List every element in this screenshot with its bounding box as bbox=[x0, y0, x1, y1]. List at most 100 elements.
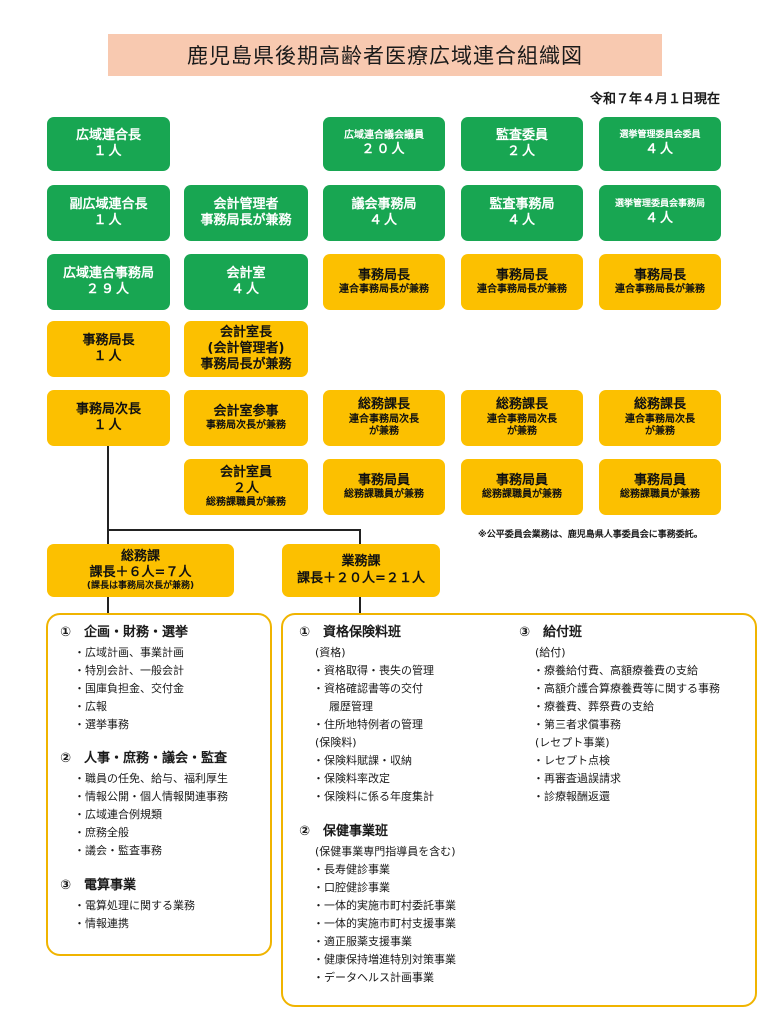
list-item: ・職員の任免、給与、福利厚生 bbox=[74, 772, 228, 785]
subsection-label: (給付) bbox=[535, 646, 566, 659]
section-benefits: ③ 給付班 (給付) ・療養給付費、高額療養費の支給 ・高額介護合算療養費等に関… bbox=[519, 624, 720, 806]
sub: 連合事務局長が兼務 bbox=[477, 283, 567, 295]
label: 選挙管理委員会委員 bbox=[619, 130, 701, 141]
list-item: ・保険料率改定 bbox=[313, 772, 390, 785]
count: １人 bbox=[93, 213, 124, 228]
sub: が兼務 bbox=[369, 426, 399, 438]
list-item: ・再審査過誤請求 bbox=[533, 772, 621, 785]
as-of-date: 令和７年４月１日現在 bbox=[589, 92, 720, 107]
box-election-members: 選挙管理委員会委員 ４人 bbox=[599, 117, 721, 171]
section-planning: ① 企画・財務・選挙 ・広域計画、事業計画 ・特別会計、一般会計 ・国庫負担金、… bbox=[60, 624, 188, 734]
list-item: ・特別会計、一般会計 bbox=[74, 664, 184, 677]
sub: が兼務 bbox=[645, 426, 675, 438]
box-accounting-room: 会計室 ４人 bbox=[184, 254, 308, 310]
label: 広域連合事務局 bbox=[62, 265, 154, 281]
list-item: ・情報公開・個人情報関連事務 bbox=[74, 790, 228, 803]
label: 会計室長 bbox=[219, 324, 272, 340]
box-assembly-director: 事務局長 連合事務局長が兼務 bbox=[323, 254, 445, 310]
box-election-staff: 事務局員 総務課職員が兼務 bbox=[599, 459, 721, 515]
panel-operations: ① 資格保険料班 (資格) ・資格取得・喪失の管理 ・資格確認書等の交付 履歴管… bbox=[281, 613, 757, 1007]
sub: (課長は事務局次長が兼務) bbox=[86, 581, 195, 592]
box-audit-members: 監査委員 ２人 bbox=[461, 117, 583, 171]
page-title: 鹿児島県後期高齢者医療広域連合組織図 bbox=[108, 34, 662, 76]
sub: 連合事務局長が兼務 bbox=[339, 283, 429, 295]
count: １人 bbox=[93, 349, 124, 364]
sub: 連合事務局長が兼務 bbox=[615, 283, 705, 295]
label: 会計室員 bbox=[219, 464, 272, 480]
section-computing: ③ 電算事業 ・電算処理に関する業務 ・情報連携 bbox=[60, 877, 195, 933]
list-item: ・一体的実施市町村委託事業 bbox=[313, 899, 456, 912]
footnote: ※公平委員会業務は、鹿児島県人事委員会に事務委託。 bbox=[478, 530, 703, 540]
list-item: ・情報連携 bbox=[74, 917, 129, 930]
sub: が兼務 bbox=[507, 426, 537, 438]
count: ４人 bbox=[368, 213, 399, 228]
connector-gyomu-panel bbox=[359, 596, 361, 614]
connector-gyomu-vertical bbox=[359, 529, 361, 545]
list-item: ・療養費、葬祭費の支給 bbox=[533, 700, 654, 713]
label: 副広域連合長 bbox=[69, 196, 148, 212]
label: 総務課長 bbox=[633, 397, 686, 413]
box-election-office: 選挙管理委員会事務局 ４人 bbox=[599, 185, 721, 241]
count: 課長＋２０人=２１人 bbox=[297, 570, 425, 586]
label: 広域連合長 bbox=[75, 127, 141, 143]
subsection-label: (レセプト事業) bbox=[535, 736, 610, 749]
label: 業務課 bbox=[341, 554, 381, 570]
panel-general-affairs: ① 企画・財務・選挙 ・広域計画、事業計画 ・特別会計、一般会計 ・国庫負担金、… bbox=[46, 613, 272, 956]
list-item: ・一体的実施市町村支援事業 bbox=[313, 917, 456, 930]
count: ２０人 bbox=[361, 142, 407, 158]
section-eligibility-premium: ① 資格保険料班 (資格) ・資格取得・喪失の管理 ・資格確認書等の交付 履歴管… bbox=[299, 624, 434, 806]
list-item: ・広域計画、事業計画 bbox=[74, 646, 184, 659]
connector-soumu-panel bbox=[107, 596, 109, 614]
list-item: ・療養給付費、高額療養費の支給 bbox=[533, 664, 698, 677]
connector-horizontal bbox=[107, 529, 361, 531]
count: ４人 bbox=[506, 213, 537, 228]
label: 監査委員 bbox=[495, 127, 548, 143]
box-accounting-manager: 会計管理者 事務局長が兼務 bbox=[184, 185, 308, 241]
box-deputy-director: 事務局次長 １人 bbox=[47, 390, 170, 446]
section-heading: ③ 給付班 bbox=[519, 625, 583, 640]
label: 監査事務局 bbox=[489, 196, 555, 212]
list-item: ・選挙事務 bbox=[74, 718, 129, 731]
box-assembly-general-chief: 総務課長 連合事務局次長 が兼務 bbox=[323, 390, 445, 446]
label: 事務局長 bbox=[82, 332, 135, 348]
list-item: ・議会・監査事務 bbox=[74, 844, 162, 857]
box-election-general-chief: 総務課長 連合事務局次長 が兼務 bbox=[599, 390, 721, 446]
box-accounting-head: 会計室長 (会計管理者) 事務局長が兼務 bbox=[184, 321, 308, 377]
list-item: ・広報 bbox=[74, 700, 107, 713]
sub: 連合事務局次長 bbox=[487, 413, 557, 425]
box-audit-general-chief: 総務課長 連合事務局次長 が兼務 bbox=[461, 390, 583, 446]
list-item: ・広域連合例規類 bbox=[74, 808, 162, 821]
count: ２人 bbox=[506, 144, 537, 159]
sub: 事務局次長が兼務 bbox=[206, 419, 286, 431]
list-item-continued: 履歴管理 bbox=[329, 700, 373, 713]
label: 事務局長 bbox=[357, 267, 410, 283]
list-item: ・適正服薬支援事業 bbox=[313, 935, 412, 948]
box-accounting-staff: 会計室員 ２人 総務課職員が兼務 bbox=[184, 459, 308, 515]
sub: 連合事務局次長 bbox=[349, 413, 419, 425]
box-union-office: 広域連合事務局 ２９人 bbox=[47, 254, 170, 310]
list-item: ・診療報酬返還 bbox=[533, 790, 610, 803]
count: ４人 bbox=[644, 141, 675, 157]
box-assembly-staff: 事務局員 総務課職員が兼務 bbox=[323, 459, 445, 515]
label: (会計管理者) bbox=[207, 340, 285, 356]
section-heading: ① 企画・財務・選挙 bbox=[60, 625, 189, 640]
box-vice-chief: 副広域連合長 １人 bbox=[47, 185, 170, 241]
label: 事務局員 bbox=[357, 472, 410, 488]
list-item: ・口腔健診事業 bbox=[313, 881, 390, 894]
label: 事務局長 bbox=[633, 267, 686, 283]
label: 総務課長 bbox=[357, 397, 410, 413]
section-health-services: ② 保健事業班 (保健事業専門指導員を含む) ・長寿健診事業 ・口腔健診事業 ・… bbox=[299, 823, 456, 987]
section-heading: ③ 電算事業 bbox=[60, 878, 137, 893]
subsection-label: (資格) bbox=[315, 646, 346, 659]
count: ４人 bbox=[644, 210, 675, 226]
box-assembly-members: 広域連合議会議員 ２０人 bbox=[323, 117, 445, 171]
subsection-label: (保健事業専門指導員を含む) bbox=[315, 845, 456, 858]
count: 課長＋６人=７人 bbox=[89, 564, 192, 580]
box-operations-division: 業務課 課長＋２０人=２１人 bbox=[282, 544, 440, 597]
box-general-affairs-division: 総務課 課長＋６人=７人 (課長は事務局次長が兼務) bbox=[47, 544, 234, 597]
list-item: ・資格取得・喪失の管理 bbox=[313, 664, 434, 677]
box-audit-director: 事務局長 連合事務局長が兼務 bbox=[461, 254, 583, 310]
subsection-label: (保険料) bbox=[315, 736, 357, 749]
list-item: ・データヘルス計画事業 bbox=[313, 971, 434, 984]
list-item: ・電算処理に関する業務 bbox=[74, 899, 195, 912]
